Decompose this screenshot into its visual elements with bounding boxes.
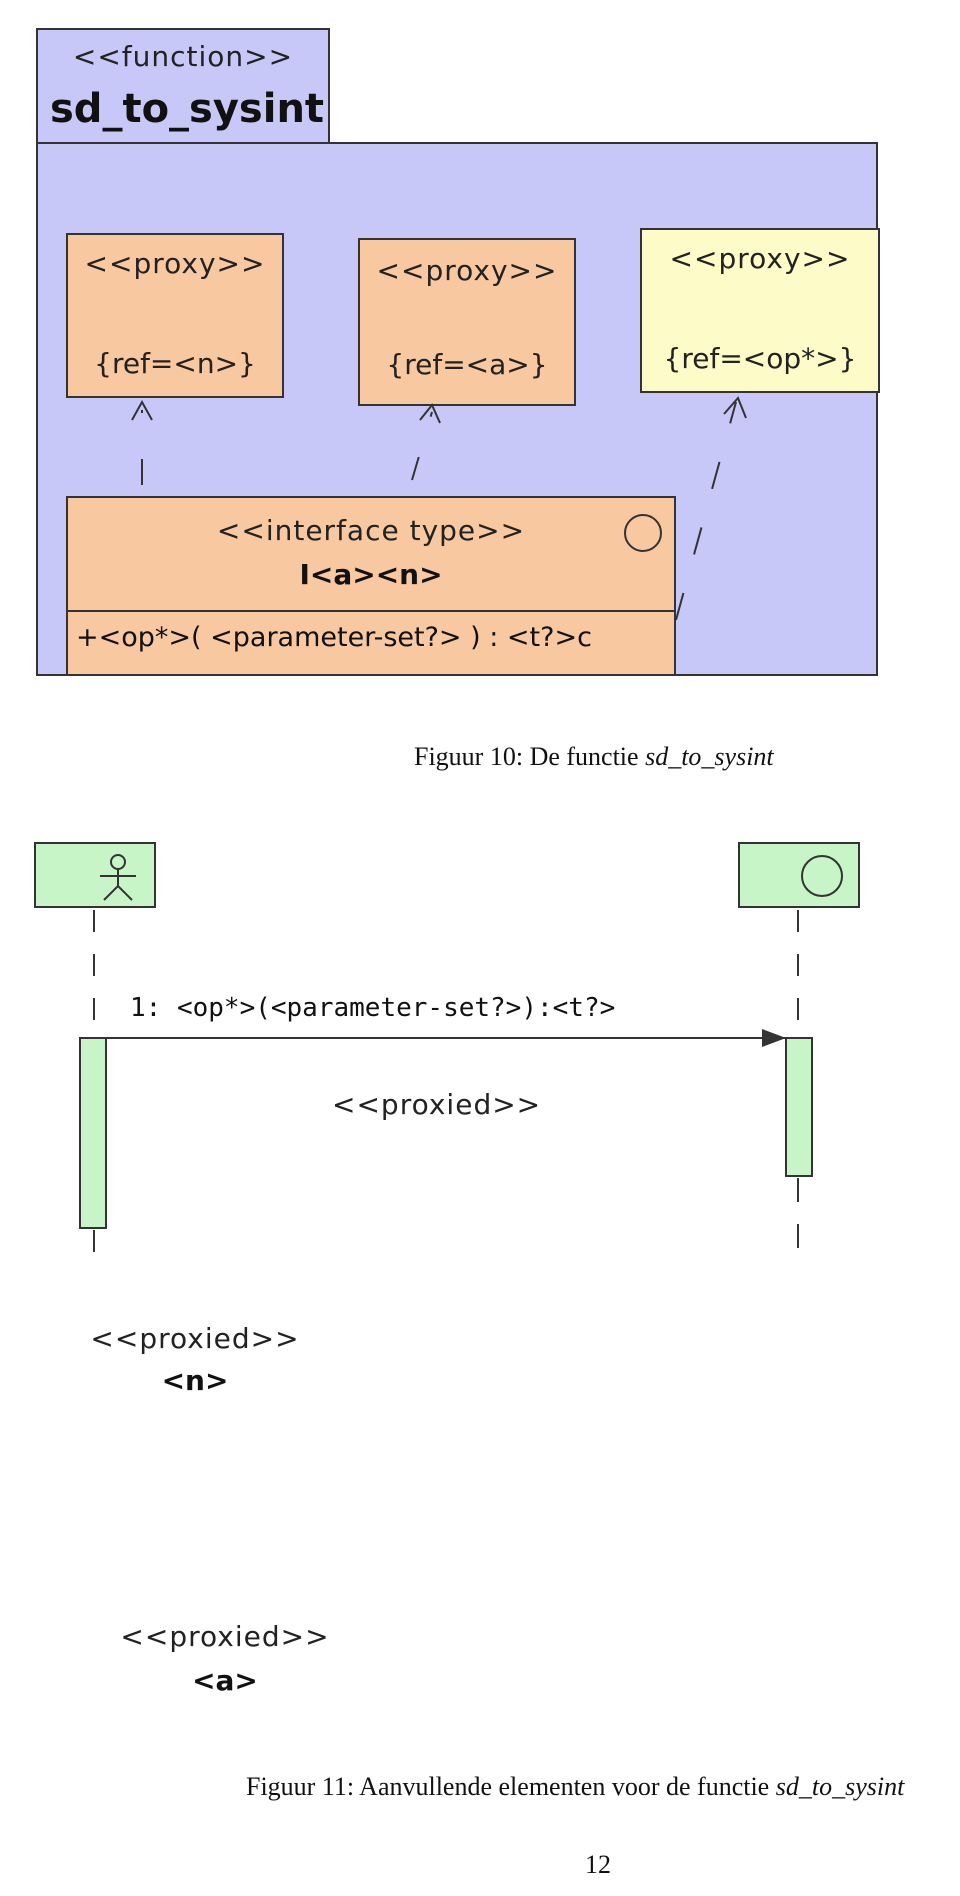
proxy-stereotype: <<proxy>>	[84, 247, 266, 280]
package-name: sd_to_sysint	[50, 86, 325, 132]
proxy-ref: {ref=<n>}	[94, 347, 256, 380]
proxy-stereotype: <<proxy>>	[376, 254, 558, 287]
sequence-diagram-graphics	[79, 854, 843, 1262]
interface-type-box: <<interface type>> I<a><n> +<op*>( <para…	[66, 496, 676, 676]
interface-divider	[68, 610, 674, 612]
package-stereotype: <<function>>	[72, 40, 294, 73]
figure-11-caption: Figuur 11: Aanvullende elementen voor de…	[246, 1772, 905, 1801]
message-stereotype: <<proxied>>	[332, 1088, 542, 1121]
package-tab: <<function>> sd_to_sysint	[36, 28, 330, 144]
proxy-box-op: <<proxy>> {ref=<op*>}	[640, 228, 880, 393]
usecase-name: <n>	[161, 1364, 229, 1397]
proxy-stereotype: <<proxy>>	[669, 242, 851, 275]
actor-name: <a>	[192, 1664, 258, 1697]
interface-operation: +<op*>( <parameter-set?> ) : <t?>c	[76, 622, 592, 653]
activation-bar-right	[785, 1037, 813, 1177]
message-label: 1: <op*>(<parameter-set?>):<t?>	[130, 993, 616, 1023]
arrowhead-icon	[723, 396, 747, 419]
arrowhead-icon	[131, 399, 153, 421]
arrowhead-icon	[419, 403, 441, 424]
figure-10-caption: Figuur 10: De functie sd_to_sysint	[414, 742, 774, 771]
proxy-ref: {ref=<a>}	[386, 348, 548, 381]
arrowhead-icon	[762, 1029, 786, 1047]
dependency-line-a	[411, 411, 433, 481]
actor-icon	[100, 854, 136, 901]
proxy-box-n: <<proxy>> {ref=<n>}	[66, 233, 284, 398]
interface-circle-icon	[624, 514, 662, 552]
proxy-ref: {ref=<op*>}	[663, 342, 857, 375]
usecase-stereotype: <<proxied>>	[90, 1322, 300, 1355]
interface-lifeline-head	[738, 842, 860, 908]
interface-circle-icon	[801, 855, 843, 897]
dependency-arrows	[131, 396, 747, 621]
interface-stereotype: <<interface type>>	[216, 514, 526, 547]
page-number: 12	[585, 1850, 611, 1879]
activation-bar-left	[79, 1037, 107, 1229]
proxy-box-a: <<proxy>> {ref=<a>}	[358, 238, 576, 406]
actor-stereotype: <<proxied>>	[120, 1620, 330, 1653]
interface-name: I<a><n>	[299, 558, 443, 591]
